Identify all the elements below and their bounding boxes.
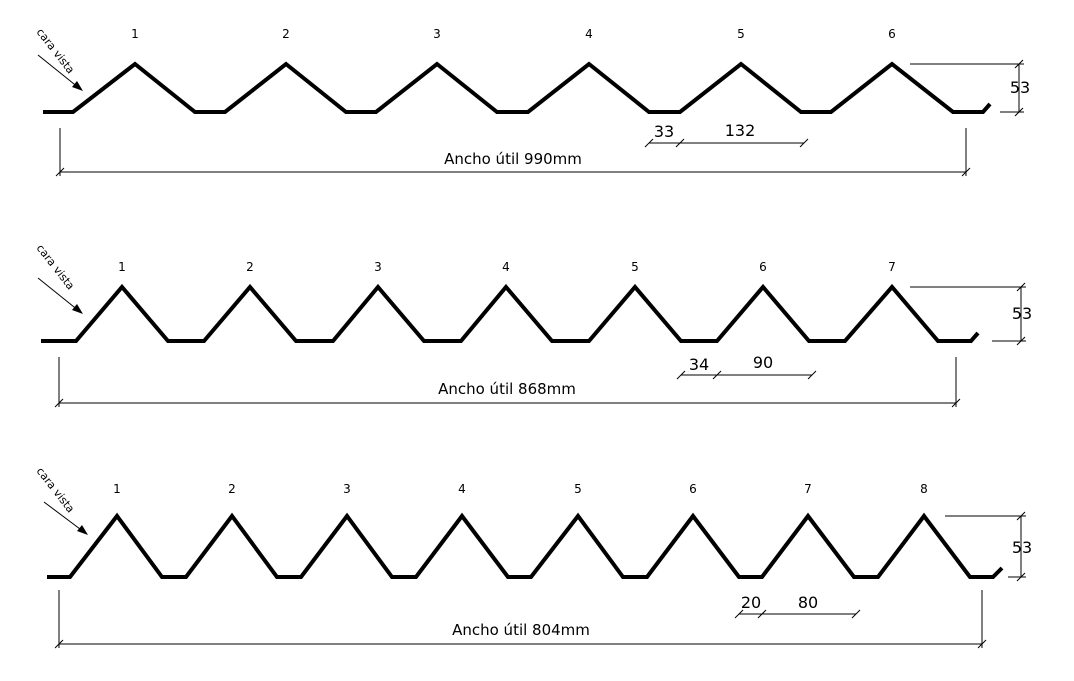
height-label: 53 — [1012, 538, 1032, 557]
wave-number: 5 — [737, 27, 745, 41]
profile-2: cara vista 1 2 3 4 5 6 7 53 34 — [34, 242, 1032, 408]
wave-number: 6 — [759, 260, 767, 274]
wave-number: 3 — [374, 260, 382, 274]
wave-number: 1 — [131, 27, 139, 41]
wave-number: 2 — [246, 260, 254, 274]
useful-width-label: Ancho útil 990mm — [444, 150, 582, 168]
wave-number: 8 — [920, 482, 928, 496]
wave-number: 1 — [118, 260, 126, 274]
wave-numbers: 1 2 3 4 5 6 7 8 — [113, 482, 928, 496]
wave-number: 6 — [888, 27, 896, 41]
sheet-profile — [41, 283, 980, 343]
sheet-profile — [43, 61, 992, 114]
flat-width-label: 34 — [689, 355, 709, 374]
height-dimension: 53 — [910, 59, 1030, 117]
useful-width-label: Ancho útil 868mm — [438, 380, 576, 398]
height-dimension: 53 — [945, 511, 1032, 582]
useful-width-dimension: Ancho útil 990mm — [55, 128, 971, 177]
profile-1: cara vista 1 2 3 4 5 6 53 33 132 — [34, 26, 1030, 177]
height-dimension: 53 — [910, 282, 1032, 346]
useful-width-label: Ancho útil 804mm — [452, 621, 590, 639]
wave-number: 4 — [502, 260, 510, 274]
height-label: 53 — [1010, 78, 1030, 97]
sheet-profile — [47, 512, 1004, 579]
pitch-label: 90 — [753, 353, 773, 372]
pitch-label: 80 — [798, 593, 818, 612]
pitch-label: 132 — [725, 121, 756, 140]
cara-vista-arrow: cara vista — [34, 465, 88, 535]
wave-number: 3 — [343, 482, 351, 496]
cara-vista-arrow: cara vista — [34, 26, 83, 91]
wave-number: 6 — [689, 482, 697, 496]
wave-number: 5 — [574, 482, 582, 496]
wave-number: 4 — [585, 27, 593, 41]
flat-pitch-dimension: 34 90 — [676, 353, 817, 380]
wave-number: 5 — [631, 260, 639, 274]
profile-3: cara vista 1 2 3 4 5 6 7 8 53 — [34, 465, 1032, 649]
flat-width-label: 20 — [741, 593, 761, 612]
height-label: 53 — [1012, 304, 1032, 323]
flat-width-label: 33 — [654, 122, 674, 141]
useful-width-dimension: Ancho útil 868mm — [54, 357, 961, 408]
wave-number: 1 — [113, 482, 121, 496]
wave-number: 4 — [458, 482, 466, 496]
cara-vista-label: cara vista — [34, 242, 77, 292]
wave-numbers: 1 2 3 4 5 6 — [131, 27, 896, 41]
wave-number: 2 — [282, 27, 290, 41]
wave-number: 7 — [888, 260, 896, 274]
wave-numbers: 1 2 3 4 5 6 7 — [118, 260, 896, 274]
cara-vista-label: cara vista — [34, 465, 77, 515]
flat-pitch-dimension: 20 80 — [734, 593, 861, 619]
cara-vista-arrow: cara vista — [34, 242, 83, 314]
wave-number: 7 — [804, 482, 812, 496]
useful-width-dimension: Ancho útil 804mm — [54, 590, 987, 649]
flat-pitch-dimension: 33 132 — [644, 121, 809, 148]
wave-number: 3 — [433, 27, 441, 41]
wave-number: 2 — [228, 482, 236, 496]
